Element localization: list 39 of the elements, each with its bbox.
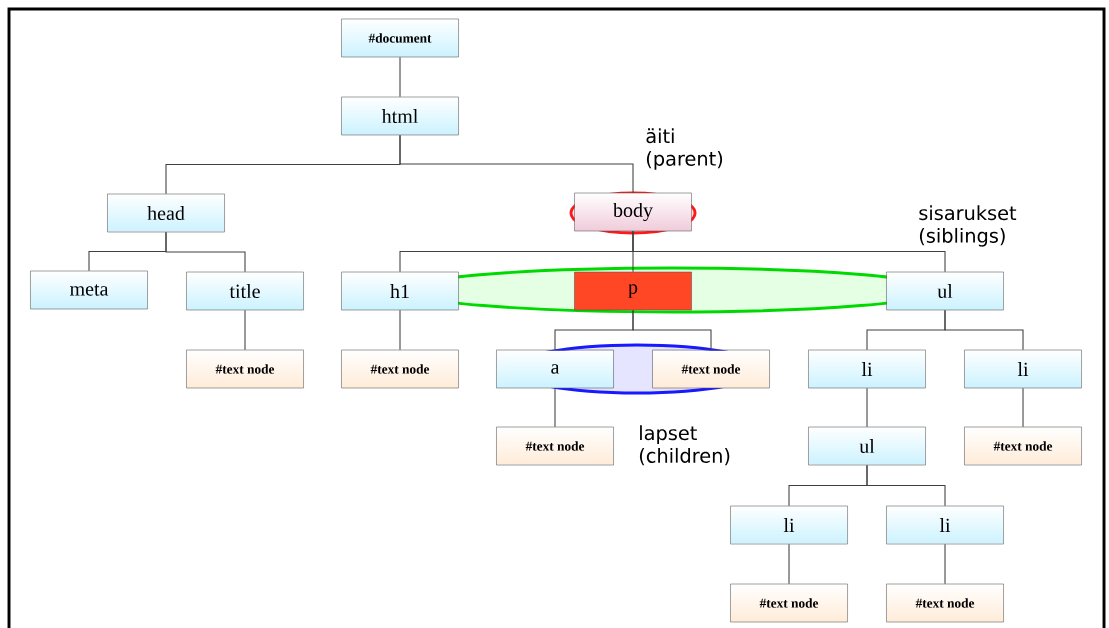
element-box: ul xyxy=(808,426,926,466)
text-node-box: #text node xyxy=(886,583,1004,623)
element-box: li xyxy=(730,505,848,545)
element-box: meta xyxy=(30,270,148,310)
connector xyxy=(399,134,634,194)
connector xyxy=(244,309,246,351)
connector xyxy=(165,231,246,273)
text-node-box: #text node xyxy=(341,349,459,389)
connector xyxy=(632,230,946,273)
element-box: p xyxy=(574,271,692,311)
text-node-box: #text node xyxy=(496,426,614,466)
element-box: head xyxy=(107,193,225,233)
text-node-box: #text node xyxy=(186,349,304,389)
document-box: #document xyxy=(341,18,459,58)
connector xyxy=(399,309,401,351)
element-box: li xyxy=(886,505,1004,545)
connector xyxy=(1022,387,1024,428)
annotation: sisarukset (siblings) xyxy=(919,205,1017,247)
element-box: li xyxy=(964,349,1082,389)
annotation: äiti (parent) xyxy=(646,128,723,170)
element-box: title xyxy=(186,271,304,311)
connector xyxy=(944,309,1024,351)
element-box: html xyxy=(341,96,459,136)
element-box: li xyxy=(808,349,926,389)
connector xyxy=(866,387,868,428)
text-node-box: #text node xyxy=(730,583,848,623)
element-box: ul xyxy=(886,271,1004,311)
connector xyxy=(866,464,946,507)
connector xyxy=(554,387,556,428)
connector xyxy=(399,56,401,98)
text-node-box: #text node xyxy=(652,349,770,389)
annotation: lapset (children) xyxy=(639,425,730,466)
element-box: h1 xyxy=(341,271,459,311)
element-box: body xyxy=(574,192,692,232)
connector xyxy=(944,543,946,585)
connector xyxy=(788,543,790,585)
connector xyxy=(632,309,712,351)
text-node-box: #text node xyxy=(964,426,1082,466)
element-box: a xyxy=(496,349,614,389)
